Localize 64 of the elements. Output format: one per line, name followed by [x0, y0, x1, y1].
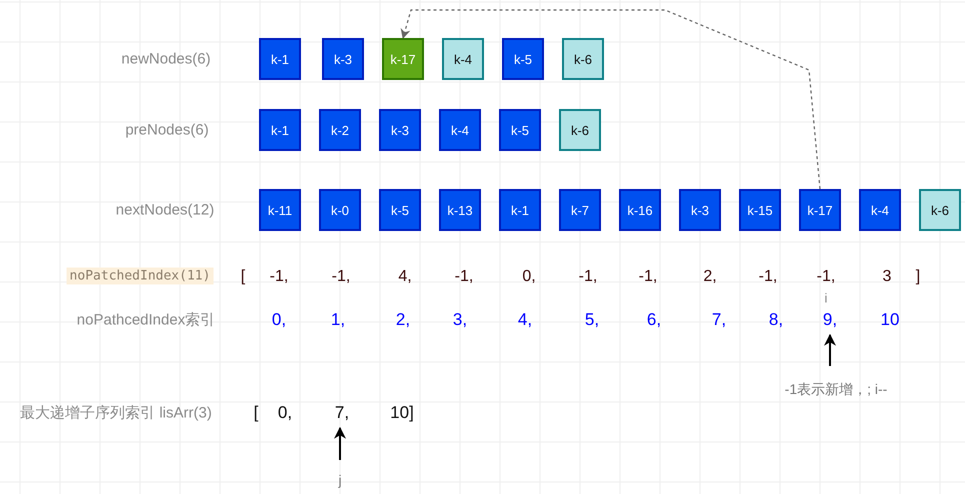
array-value: 7,	[331, 402, 353, 424]
node-box: k-6	[919, 189, 961, 231]
index-number: 0,	[272, 310, 286, 330]
array-value: 0,	[522, 268, 536, 286]
node-box: k-17	[382, 38, 424, 80]
node-box: k-7	[559, 189, 601, 231]
array-value: [	[254, 403, 258, 423]
index-number: 9,	[818, 309, 842, 331]
array-value: -1,	[270, 268, 288, 286]
node-box: k-4	[439, 109, 481, 151]
index-number: 5,	[584, 310, 600, 330]
array-value: -1,	[816, 268, 836, 286]
index-number: 10	[880, 310, 900, 330]
node-box: k-1	[259, 109, 301, 151]
pointer-arrow	[824, 334, 836, 366]
node-box: k-1	[259, 38, 301, 80]
array-value: [	[240, 268, 246, 286]
index-number: 3,	[452, 310, 468, 330]
node-box: k-5	[499, 109, 541, 151]
array-value: 4,	[398, 268, 412, 286]
index-number: 2,	[396, 310, 410, 330]
index-number: 1,	[330, 310, 346, 330]
node-box: k-4	[859, 189, 901, 231]
pointer-note: j	[332, 470, 348, 490]
node-box: k-6	[562, 38, 604, 80]
array-value: 0,	[278, 403, 292, 423]
array-value: 10]	[390, 403, 414, 423]
array-value: ]	[916, 268, 920, 286]
row-label: newNodes(6)	[121, 50, 211, 68]
array-value: 2,	[703, 268, 717, 286]
code-label: noPatchedIndex(11)	[66, 268, 214, 284]
array-value: 3	[882, 268, 892, 286]
node-box: k-11	[259, 189, 301, 231]
node-box: k-17	[799, 189, 841, 231]
array-value: -1,	[578, 268, 598, 286]
index-number: 4,	[518, 310, 532, 330]
array-value: -1,	[638, 268, 658, 286]
row-label: nextNodes(12)	[116, 202, 214, 218]
index-number: 6,	[646, 310, 662, 330]
row-label: 最大递增子序列索引 lisArr(3)	[20, 404, 212, 422]
node-box: k-15	[739, 189, 781, 231]
index-number: 8,	[768, 310, 784, 330]
row-label: noPathcedIndex索引	[76, 310, 216, 330]
node-box: k-0	[319, 189, 361, 231]
pointer-note: -1表示新增，; i--	[766, 380, 906, 400]
pointer-arrow	[334, 426, 346, 460]
node-box: k-16	[619, 189, 661, 231]
node-box: k-3	[679, 189, 721, 231]
node-box: k-6	[559, 109, 601, 151]
node-box: k-3	[379, 109, 421, 151]
index-number: 7,	[712, 310, 726, 330]
node-box: k-5	[379, 189, 421, 231]
row-label: preNodes(6)	[125, 122, 209, 138]
node-box: k-5	[502, 38, 544, 80]
node-box: k-2	[319, 109, 361, 151]
array-value: -1,	[454, 268, 474, 286]
node-box: k-13	[439, 189, 481, 231]
node-box: k-1	[499, 189, 541, 231]
node-box: k-3	[322, 38, 364, 80]
pointer-label: i	[824, 290, 828, 306]
array-value: -1,	[332, 268, 350, 286]
dashed-arrow	[400, 9, 821, 190]
array-value: -1,	[758, 268, 778, 286]
node-box: k-4	[442, 38, 484, 80]
